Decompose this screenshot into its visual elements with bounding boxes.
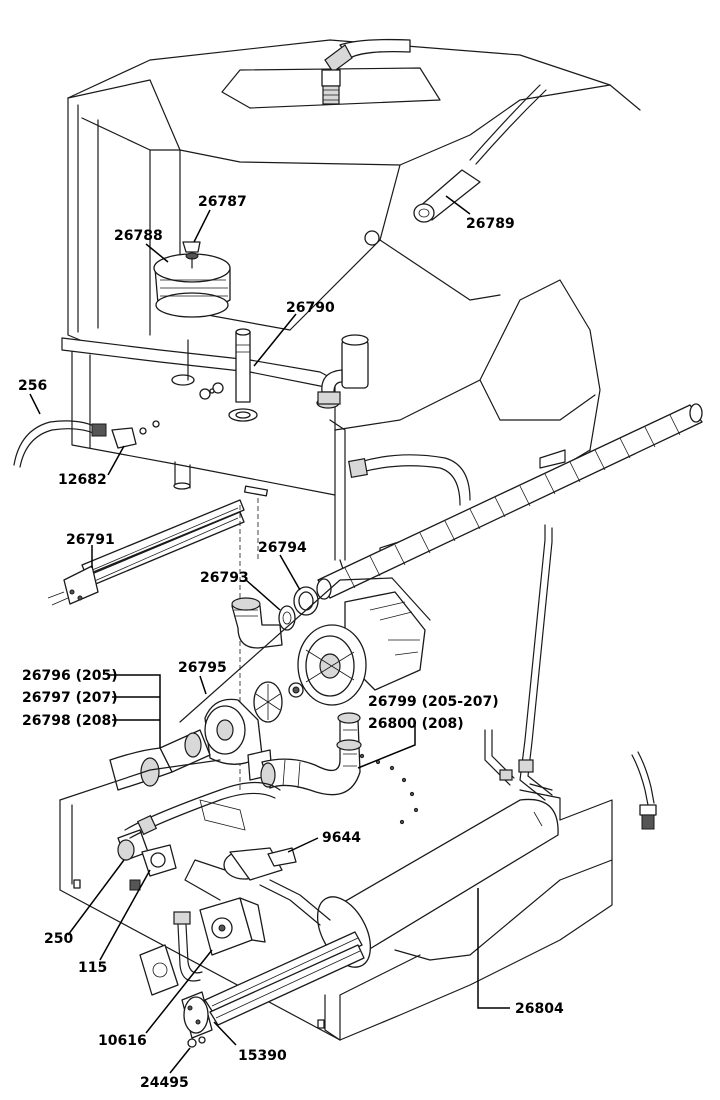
label-26800: 26800 (208) bbox=[368, 716, 464, 732]
label-26804: 26804 bbox=[515, 1001, 564, 1017]
valve-250-115 bbox=[117, 781, 281, 891]
drain-pump-9644 bbox=[184, 847, 331, 926]
inlet-hose-26796 bbox=[109, 729, 211, 791]
filter-basket-26788 bbox=[153, 241, 231, 318]
boiler-element-15390 bbox=[181, 931, 365, 1048]
label-115: 115 bbox=[78, 960, 107, 976]
label-9644: 9644 bbox=[322, 830, 361, 846]
part-labels: 26787 26788 26789 26790 256 12682 26791 … bbox=[18, 194, 564, 1091]
heating-element-26791 bbox=[47, 498, 259, 790]
wash-pump-26795 bbox=[179, 577, 431, 781]
solenoid-valve-10616 bbox=[139, 897, 266, 996]
corrugated-drain-hose bbox=[316, 403, 703, 600]
label-26798: 26798 (208) bbox=[22, 713, 118, 729]
label-26799: 26799 (205-207) bbox=[368, 694, 499, 710]
label-26788: 26788 bbox=[114, 228, 163, 244]
label-26795: 26795 bbox=[178, 660, 227, 676]
rinse-supply-hose bbox=[321, 38, 411, 105]
label-250: 250 bbox=[44, 931, 73, 947]
rinse-tube-26789 bbox=[413, 84, 547, 223]
pressure-switch-12682 bbox=[111, 420, 160, 449]
wash-chamber-cabinet bbox=[61, 39, 641, 576]
label-10616: 10616 bbox=[98, 1033, 147, 1049]
label-26794: 26794 bbox=[258, 540, 307, 556]
label-26790: 26790 bbox=[286, 300, 335, 316]
label-256: 256 bbox=[18, 378, 47, 394]
leader-lines bbox=[29, 195, 510, 1074]
gasket-26794 bbox=[293, 586, 319, 616]
label-26787: 26787 bbox=[198, 194, 247, 210]
cable-256 bbox=[13, 420, 107, 468]
label-26789: 26789 bbox=[466, 216, 515, 232]
label-24495: 24495 bbox=[140, 1075, 189, 1091]
wash-arm-elbow bbox=[316, 334, 369, 409]
drain-elbow-26793 bbox=[231, 597, 296, 649]
label-12682: 12682 bbox=[58, 472, 107, 488]
label-15390: 15390 bbox=[238, 1048, 287, 1064]
label-26793: 26793 bbox=[200, 570, 249, 586]
label-26791: 26791 bbox=[66, 532, 115, 548]
overflow-tube-26790 bbox=[187, 328, 251, 403]
inner-hose bbox=[348, 454, 471, 506]
small-fitting bbox=[631, 751, 657, 830]
label-26797: 26797 (207) bbox=[22, 690, 118, 706]
drain-riser-hose bbox=[484, 524, 553, 801]
label-26796: 26796 (205) bbox=[22, 668, 118, 684]
outlet-hose-26799 bbox=[260, 712, 362, 796]
